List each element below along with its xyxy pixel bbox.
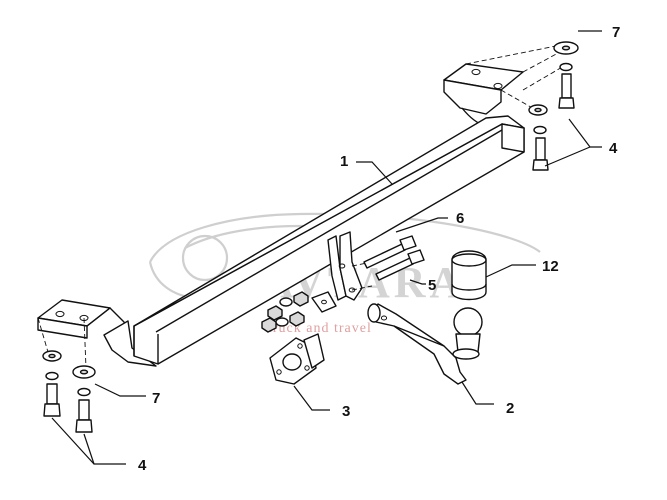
callout-1: 1 bbox=[340, 153, 348, 170]
crossbar-part-1 bbox=[37, 63, 525, 367]
socket-plate-part-3 bbox=[269, 333, 325, 385]
callout-5: 5 bbox=[428, 277, 436, 294]
callout-6: 6 bbox=[456, 210, 464, 227]
callout-3: 3 bbox=[342, 403, 350, 420]
center-fasteners bbox=[261, 291, 309, 333]
washer-part-7-bottom bbox=[42, 350, 96, 397]
leader-lines bbox=[51, 30, 602, 465]
callout-2: 2 bbox=[506, 400, 514, 417]
tow-ball bbox=[452, 307, 483, 360]
ball-cap-part-12 bbox=[451, 250, 487, 301]
towball-neck-part-2 bbox=[367, 303, 467, 385]
callout-4-top: 4 bbox=[609, 140, 618, 157]
bolt-part-4-bottom bbox=[43, 383, 93, 433]
callout-labels: 7 4 1 6 5 12 2 3 7 4 bbox=[138, 24, 620, 474]
callout-12: 12 bbox=[542, 258, 559, 275]
alignment-lines bbox=[37, 43, 567, 369]
bolt-part-6 bbox=[363, 235, 417, 269]
bolt-part-5 bbox=[375, 249, 425, 281]
callout-4-bottom: 4 bbox=[138, 457, 147, 474]
callout-7-bottom: 7 bbox=[152, 390, 160, 407]
washer-part-7-top bbox=[528, 41, 579, 135]
callout-7-top: 7 bbox=[612, 24, 620, 41]
bolt-part-4-top bbox=[532, 73, 575, 171]
